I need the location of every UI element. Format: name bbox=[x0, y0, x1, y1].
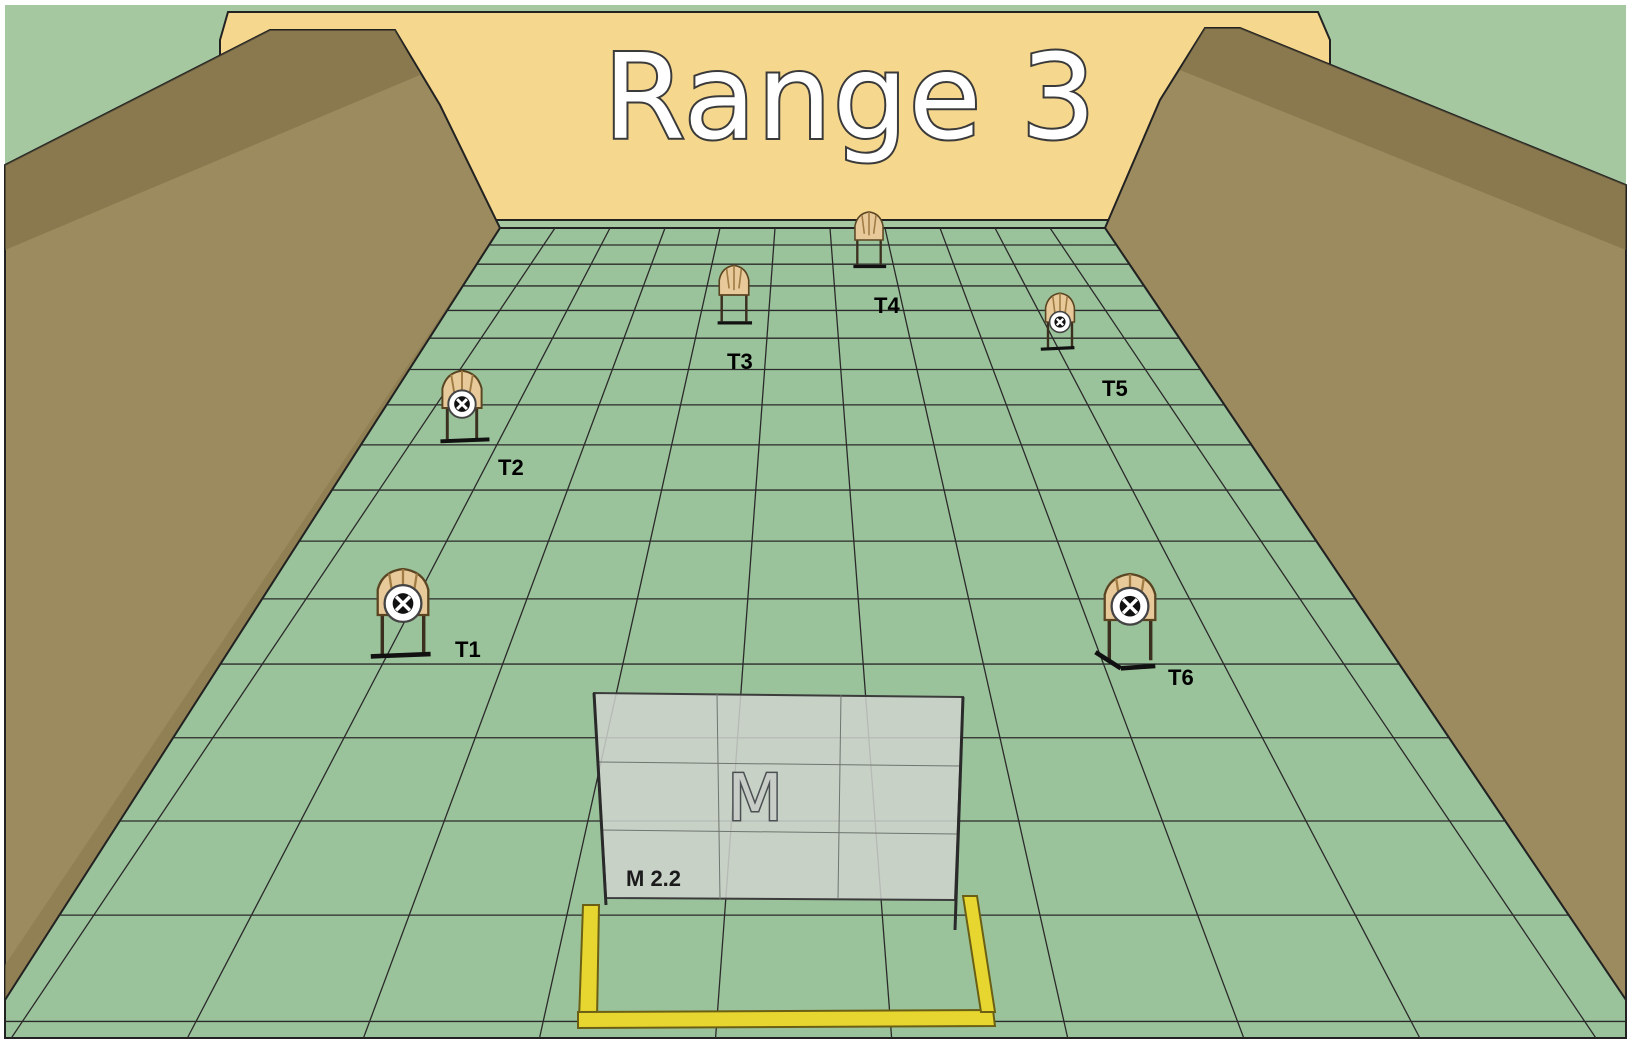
barrier-id-label: M 2.2 bbox=[626, 866, 681, 891]
target-label-t6: T6 bbox=[1168, 665, 1194, 690]
target-label-t3: T3 bbox=[727, 349, 753, 374]
target-label-t4: T4 bbox=[874, 293, 900, 318]
barrier-letter: M bbox=[727, 762, 782, 836]
target-label-t2: T2 bbox=[498, 455, 524, 480]
target-label-t5: T5 bbox=[1102, 376, 1128, 401]
target-label-t1: T1 bbox=[455, 637, 481, 662]
range-title: Range 3 bbox=[603, 28, 1097, 166]
